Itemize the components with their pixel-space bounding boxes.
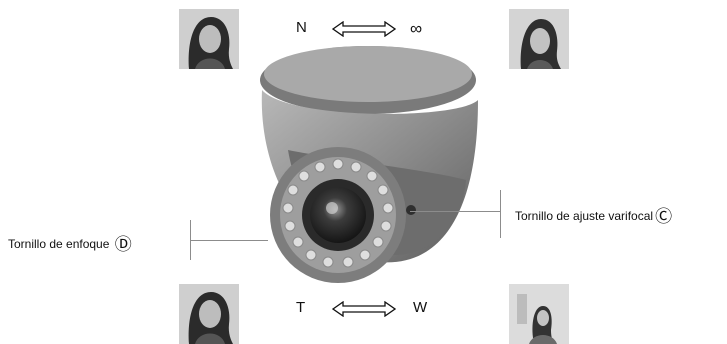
varifocal-screw-label: Tornillo de ajuste varifocal xyxy=(515,209,654,223)
infinity-label: ∞ xyxy=(410,19,423,38)
portrait-thumbnail-top-left xyxy=(179,9,239,69)
leader-line xyxy=(410,211,500,212)
portrait-thumbnail-bottom-left xyxy=(179,284,239,344)
focus-screw-callout: Tornillo de enfoque Ⓓ xyxy=(8,236,132,253)
portrait-image xyxy=(509,284,569,344)
leader-line xyxy=(190,240,268,241)
portrait-image xyxy=(179,9,239,69)
marker-c-icon: Ⓒ xyxy=(655,207,673,226)
portrait-thumbnail-bottom-right xyxy=(509,284,569,344)
double-arrow-icon xyxy=(332,21,396,37)
marker-d-icon: Ⓓ xyxy=(114,235,132,254)
leader-line xyxy=(500,190,501,238)
portrait-image xyxy=(179,284,239,344)
wide-label: W xyxy=(413,299,428,316)
focus-screw-label: Tornillo de enfoque xyxy=(8,237,110,251)
portrait-thumbnail-top-right xyxy=(509,9,569,69)
tele-label: T xyxy=(296,299,306,316)
double-arrow-icon xyxy=(332,301,396,317)
near-label: N xyxy=(296,19,307,36)
dome-camera-image xyxy=(260,46,478,283)
portrait-image xyxy=(509,9,569,69)
